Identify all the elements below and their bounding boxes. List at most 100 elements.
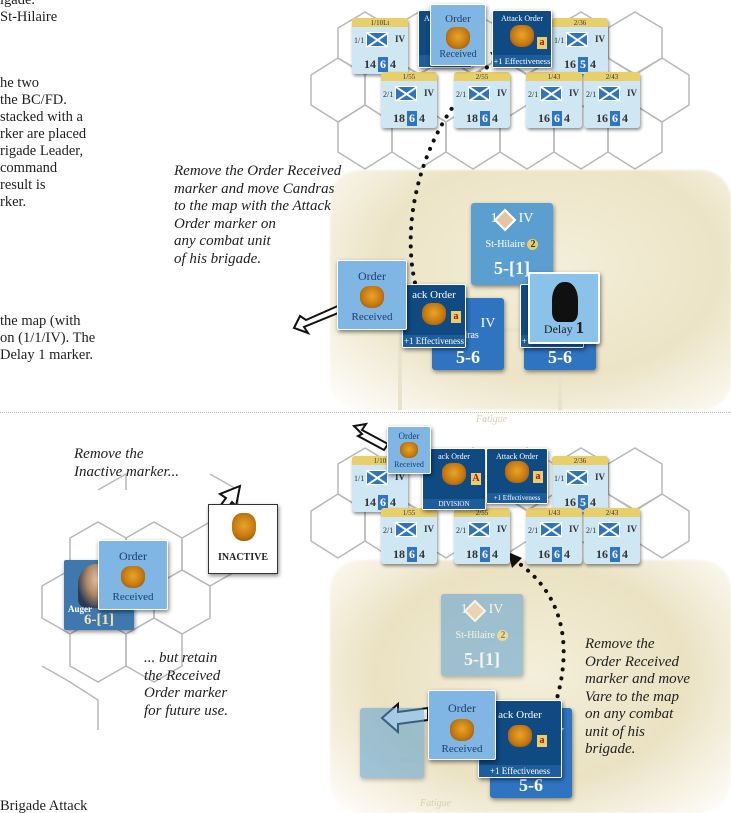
unit-counter-faded[interactable] — [360, 708, 424, 778]
unit-strength: 16 — [538, 547, 550, 561]
left-text-block-2: he two the BC/FD. stacked with a rker ar… — [0, 75, 86, 211]
unit-brigade: 2/1 — [383, 526, 394, 535]
marker-letter: A — [471, 473, 481, 485]
left-text-bottom: Brigade Attack — [0, 798, 87, 813]
unit-morale: 6 — [378, 57, 388, 72]
caption-line: Order marker — [144, 685, 228, 701]
order-received-marker[interactable]: Order Received — [387, 426, 431, 474]
marker-subtitle: Received — [441, 743, 483, 755]
unit-id: 1/55 — [402, 73, 416, 81]
marker-title: Attack Order — [496, 452, 538, 461]
brigade-name-row: St-Hilaire 2 — [471, 239, 553, 250]
caption-line: on any combat — [585, 706, 674, 722]
unit-id: 1/10 — [373, 457, 387, 465]
brigade-corps: IV — [488, 602, 504, 617]
inactive-marker[interactable]: INACTIVE — [208, 504, 278, 574]
unit-strength: 18 — [466, 547, 478, 561]
infantry-symbol-icon — [468, 86, 490, 101]
left-text-block-3: the map (with on (1/1/IV). The Delay 1 m… — [0, 313, 95, 364]
eagle-icon — [450, 719, 474, 741]
brigade-name-row: St-Hilaire 2 — [441, 630, 523, 641]
dotted-arrowhead-bottom — [508, 552, 522, 568]
marker-title: Order — [358, 269, 386, 283]
eagle-icon — [510, 25, 534, 47]
order-received-marker[interactable]: Order Received — [98, 540, 168, 610]
caption-line: brigade. — [585, 741, 636, 757]
brigade-number: 1 — [460, 602, 468, 617]
unit-morale: 5 — [578, 57, 588, 72]
eagle-icon — [400, 442, 418, 458]
caption-line: any combat unit — [174, 233, 271, 249]
infantry-symbol-icon — [566, 32, 588, 47]
marker-letter: a — [533, 471, 543, 483]
marker-subtitle: Received — [439, 49, 477, 60]
marker-letter: a — [451, 311, 461, 323]
unit-id: 2/43 — [605, 509, 619, 517]
attack-order-marker[interactable]: ack Order a +1 Effectiveness — [402, 284, 466, 348]
unit-brigade: 2/1 — [383, 90, 394, 99]
brigade-value: 5-[1] — [464, 649, 500, 669]
vare-value: 5-6 — [519, 775, 543, 795]
attack-order-marker-division[interactable]: ack Order A DIVISION — [422, 448, 486, 510]
marker-title: Order — [448, 701, 476, 715]
unit-brigade: 1/1 — [354, 474, 365, 483]
infantry-symbol-icon — [366, 32, 388, 47]
caption-line: Order Received — [585, 653, 679, 670]
brigade-value: 5-[1] — [494, 258, 530, 278]
marker-title: Order — [119, 549, 147, 563]
unit-movement: 4 — [390, 495, 396, 509]
eagle-icon — [446, 27, 470, 49]
unit-corps: IV — [568, 524, 579, 534]
leader-name: Auger — [68, 604, 92, 614]
order-received-marker[interactable]: Order Received — [337, 260, 407, 330]
caption-line: the Received — [144, 667, 221, 684]
infantry-symbol-icon — [395, 522, 417, 537]
left-text-line: rker. — [0, 194, 27, 210]
unit-id: 1/43 — [547, 73, 561, 81]
left-text-line: St-Hilaire — [0, 9, 58, 25]
arrow-remove-bottom-top — [351, 422, 390, 452]
eagle-icon — [508, 725, 532, 747]
delay-marker[interactable]: Delay 1 — [528, 272, 600, 344]
left-text-line: result is — [0, 177, 46, 193]
unit-brigade: 2/1 — [456, 90, 467, 99]
left-text-line: rker are placed — [0, 126, 87, 142]
eagle-icon — [422, 303, 446, 325]
unit-movement: 4 — [419, 547, 425, 561]
unit-brigade: 1/1 — [554, 474, 565, 483]
marker-footer: +1 Effectiveness — [479, 765, 561, 777]
order-received-marker[interactable]: Order Received — [428, 690, 496, 760]
brigade-counter-st-hilaire[interactable]: 1 IV St-Hilaire 2 5-[1] — [471, 203, 553, 285]
brigade-number: 1 — [490, 211, 498, 226]
left-text-line: Brigade Attack — [0, 798, 88, 813]
brigade-name: St-Hilaire — [455, 630, 495, 641]
brigade-counter-st-hilaire-faded[interactable]: 1 IV St-Hilaire 2 5-[1] — [441, 594, 523, 676]
map-label-fatigue: Fatigue — [476, 414, 508, 425]
unit-brigade: 2/1 — [586, 90, 597, 99]
unit-corps: IV — [626, 524, 637, 534]
marker-subtitle: Received — [394, 460, 424, 469]
order-received-marker[interactable]: Order Received — [430, 4, 486, 66]
attack-order-marker[interactable]: Attack Order a +1 Effectiveness — [492, 10, 552, 68]
marker-letter: a — [537, 37, 547, 49]
brigade-header: 1 IV — [471, 211, 553, 227]
attack-order-marker[interactable]: Attack Order a +1 Effectiveness — [486, 448, 548, 504]
eagle-icon — [505, 461, 529, 483]
left-text-line: rigade Leader, — [0, 143, 84, 159]
marker-title: ack Order — [412, 289, 456, 301]
marker-title: ack Order — [438, 452, 470, 461]
